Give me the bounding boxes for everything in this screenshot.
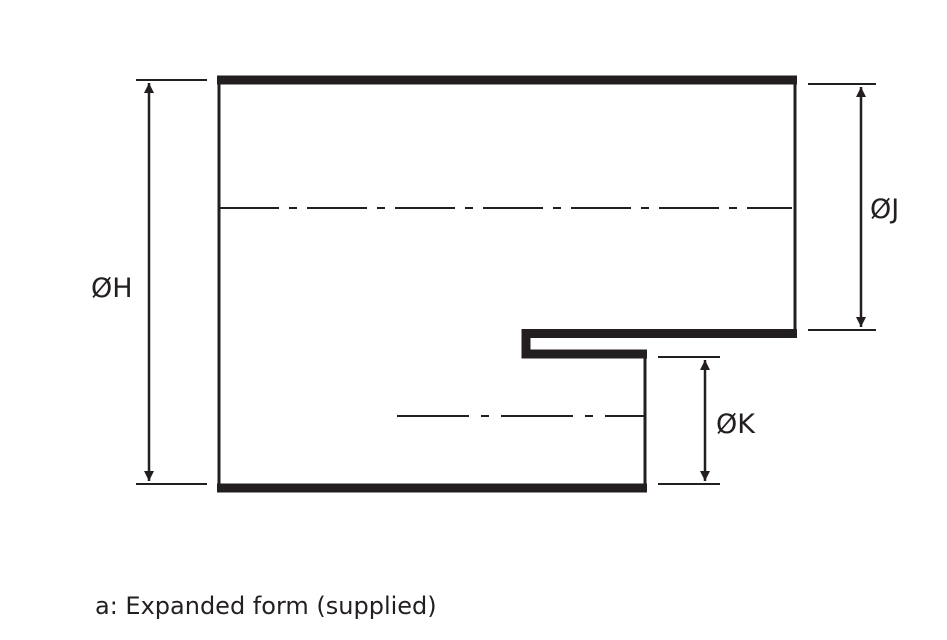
shoulder-step <box>521 329 797 359</box>
dimension-label-h: ØH <box>91 273 133 304</box>
dimension-label-j: ØJ <box>870 194 900 225</box>
dimension-label-k: ØK <box>716 409 755 440</box>
figure-caption: a: Expanded form (supplied) <box>95 592 437 620</box>
